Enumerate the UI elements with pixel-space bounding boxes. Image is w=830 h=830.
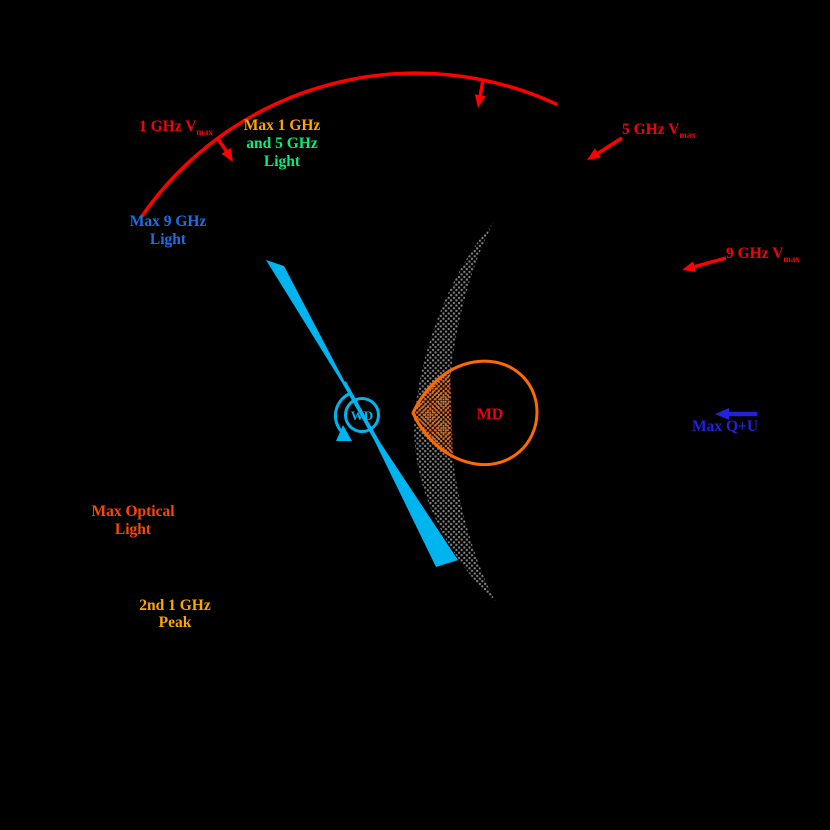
- orange-stipple-region: [413, 370, 453, 457]
- wd-label: WD: [350, 408, 374, 423]
- arrow-9ghz-vmax: [682, 256, 727, 272]
- label-max-1ghz-line: Max 1 GHz: [243, 117, 321, 134]
- gray-stipple-band: [414, 222, 497, 604]
- arrow-max-qu: [715, 408, 757, 420]
- label-9ghz-vmax: 9 GHz Vmax: [726, 245, 800, 265]
- label-light-line: Light: [263, 153, 301, 170]
- label-5ghz-vmax: 5 GHz Vmax: [622, 121, 696, 141]
- label-max-qu: Max Q+U: [692, 418, 759, 435]
- label-and-5ghz-line: and 5 GHz: [246, 135, 318, 152]
- md-label: MD: [476, 406, 504, 423]
- label-2nd-1ghz-peak: 2nd 1 GHz Peak: [139, 597, 211, 631]
- label-max-9ghz-light: Max 9 GHz Light: [129, 213, 207, 248]
- orbit-arc: [140, 71, 558, 218]
- wd-spin-arrow: [333, 392, 352, 441]
- label-max-optical-light: Max Optical Light: [91, 503, 175, 538]
- label-1ghz-vmax: 1 GHz Vmax: [139, 118, 213, 138]
- arrow-orbit-top: [474, 79, 486, 108]
- arrow-5ghz-vmax: [587, 136, 623, 160]
- wd-beam-upper: [266, 260, 362, 415]
- wd-beam: [266, 260, 458, 567]
- label-max-1-5ghz-light: Max 1 GHz and 5 GHz Light: [244, 117, 321, 171]
- wd-beam-axis: [342, 381, 384, 451]
- arrow-orbit-1ghz: [216, 138, 233, 162]
- md-outline: [411, 359, 539, 467]
- wd-beam-lower: [362, 415, 458, 567]
